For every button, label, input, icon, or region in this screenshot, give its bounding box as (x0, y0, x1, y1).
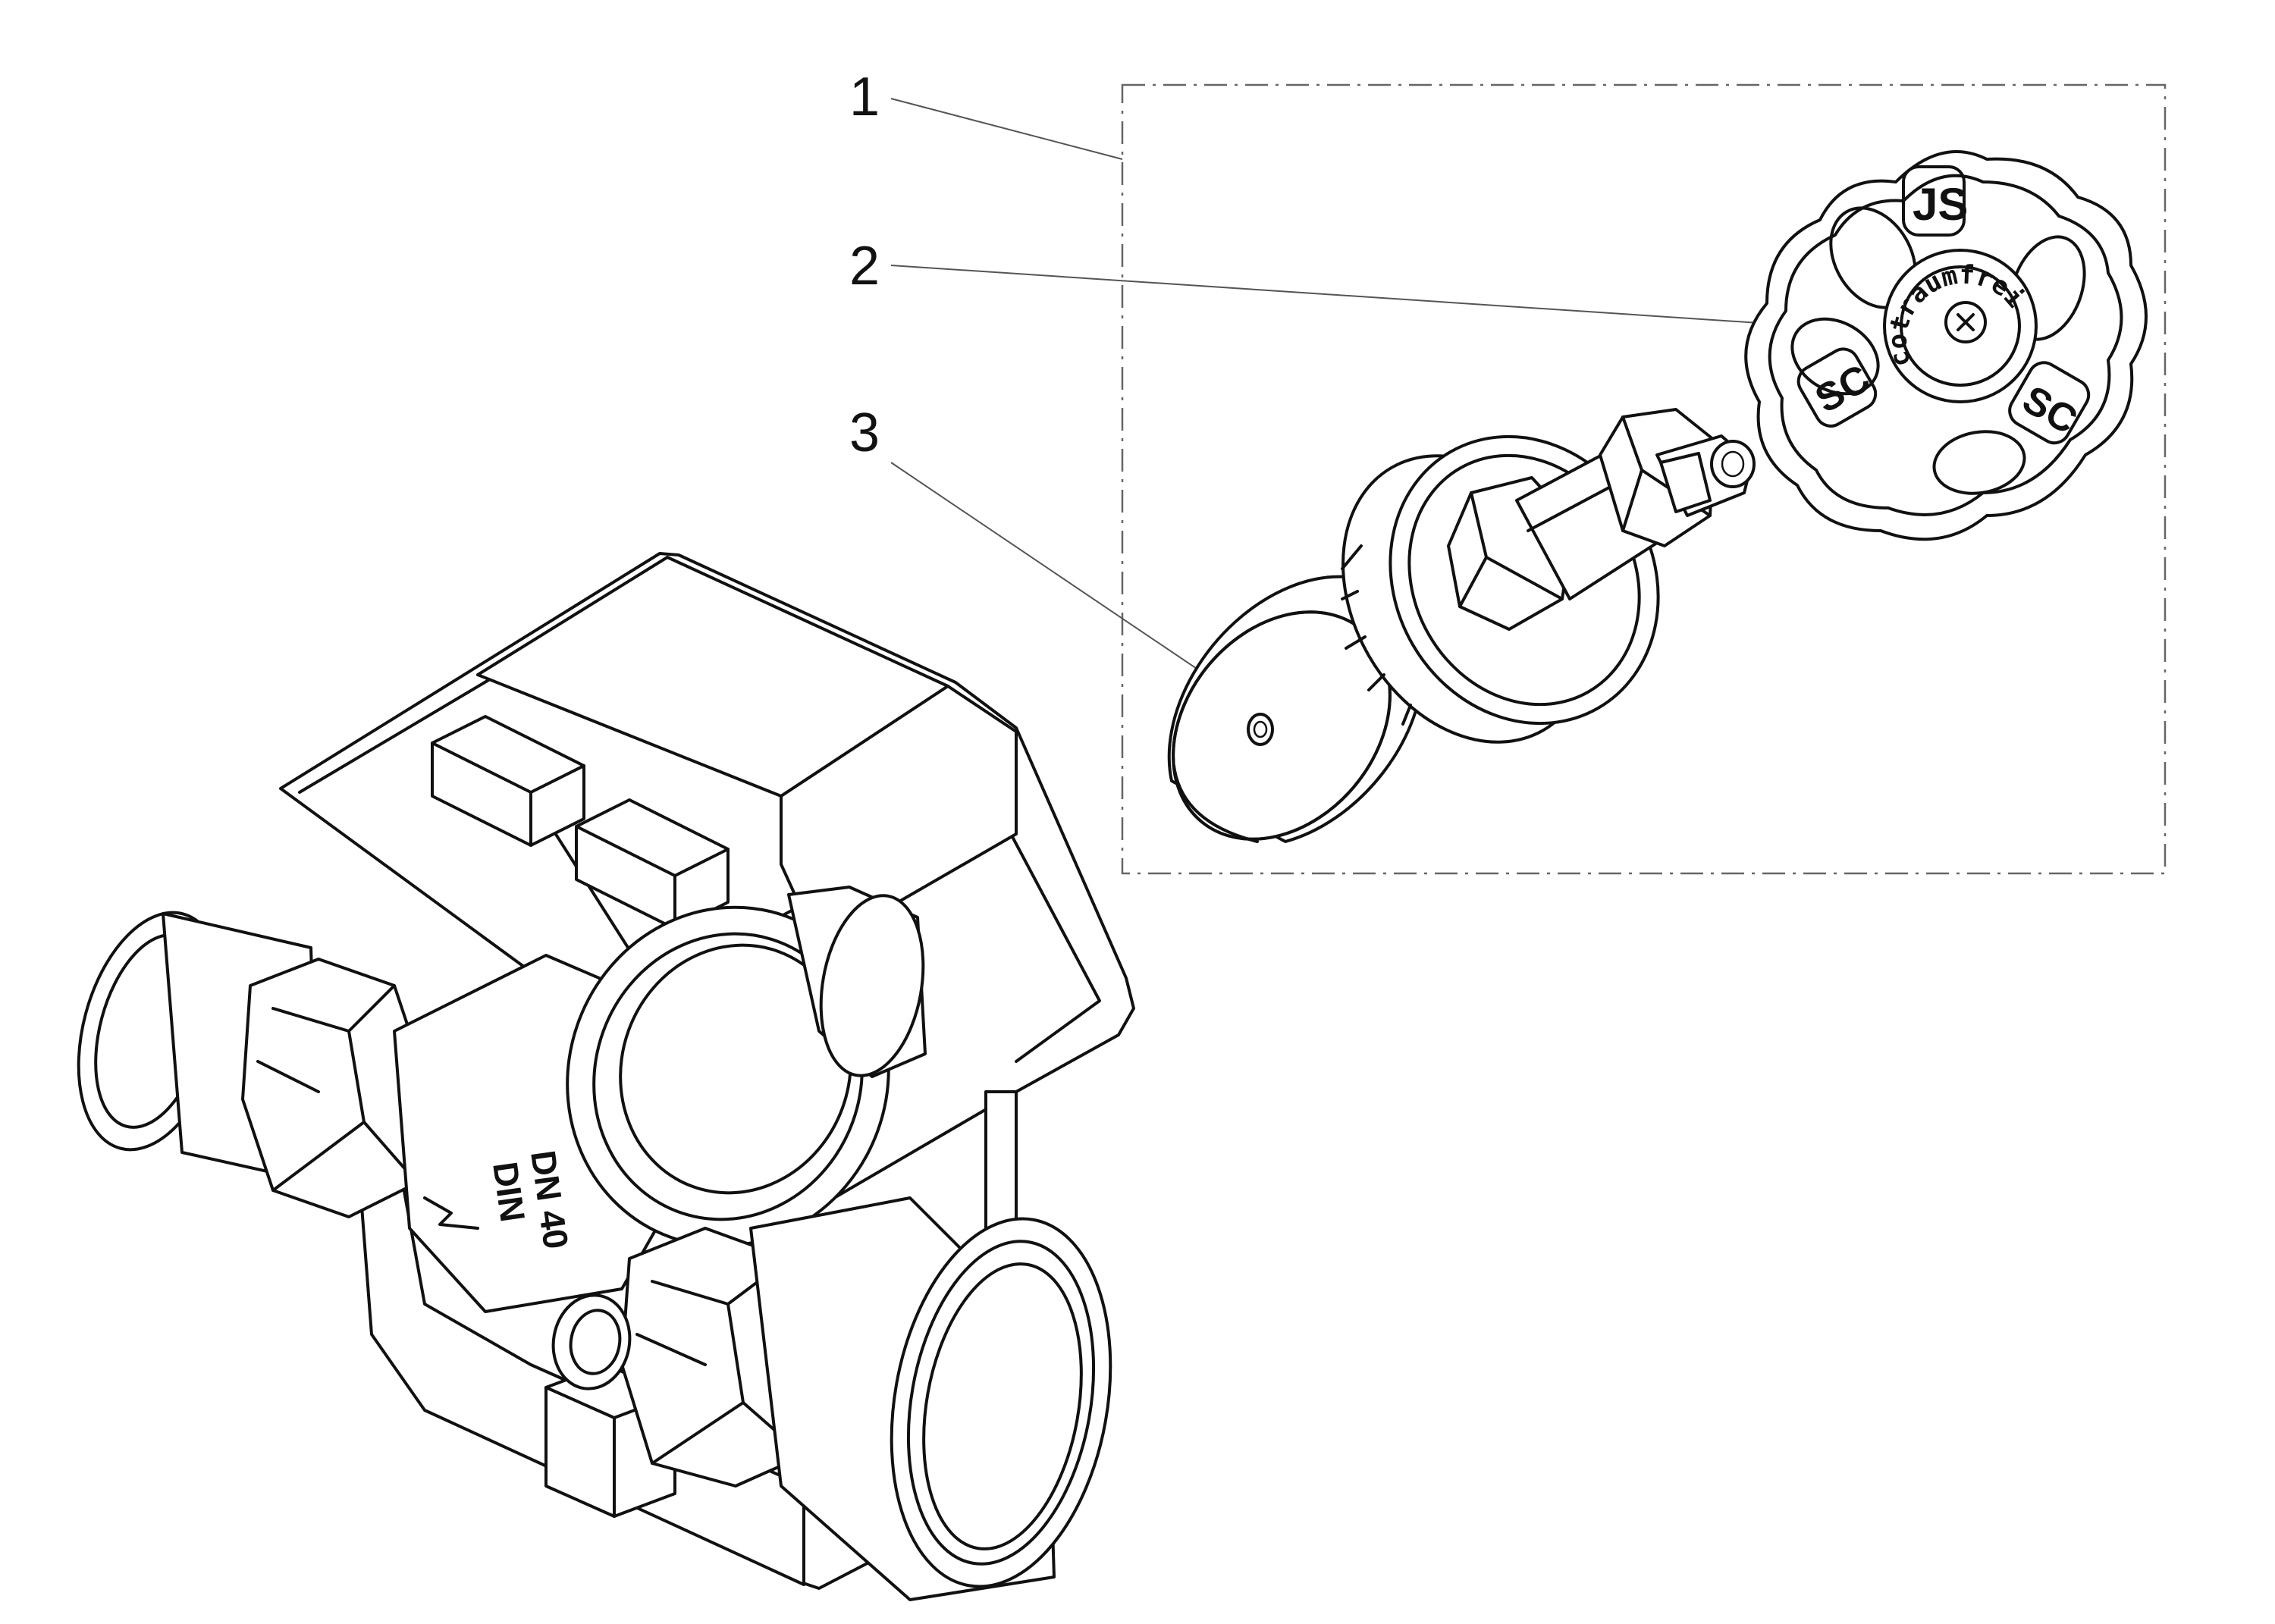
leader-line-3 (890, 462, 1207, 676)
valve-headpiece (1341, 408, 1756, 744)
leader-line-1 (890, 98, 1123, 160)
assembly-boundary-box (1121, 83, 2167, 875)
sealing-disc-part-3 (1167, 575, 1425, 843)
callout-number-1: 1 (849, 67, 880, 127)
body-marking-din: DIN (485, 1159, 533, 1224)
leader-line-2 (890, 265, 1783, 325)
callout-number-3: 3 (849, 403, 880, 463)
valve-body-assembly: DN 40 DIN (77, 552, 1135, 1601)
callout-number-2: 2 (849, 236, 880, 296)
handwheel-part-2: JS SC SC cotraumfrei (1744, 150, 2148, 541)
svg-text:JS: JS (1913, 179, 1968, 230)
